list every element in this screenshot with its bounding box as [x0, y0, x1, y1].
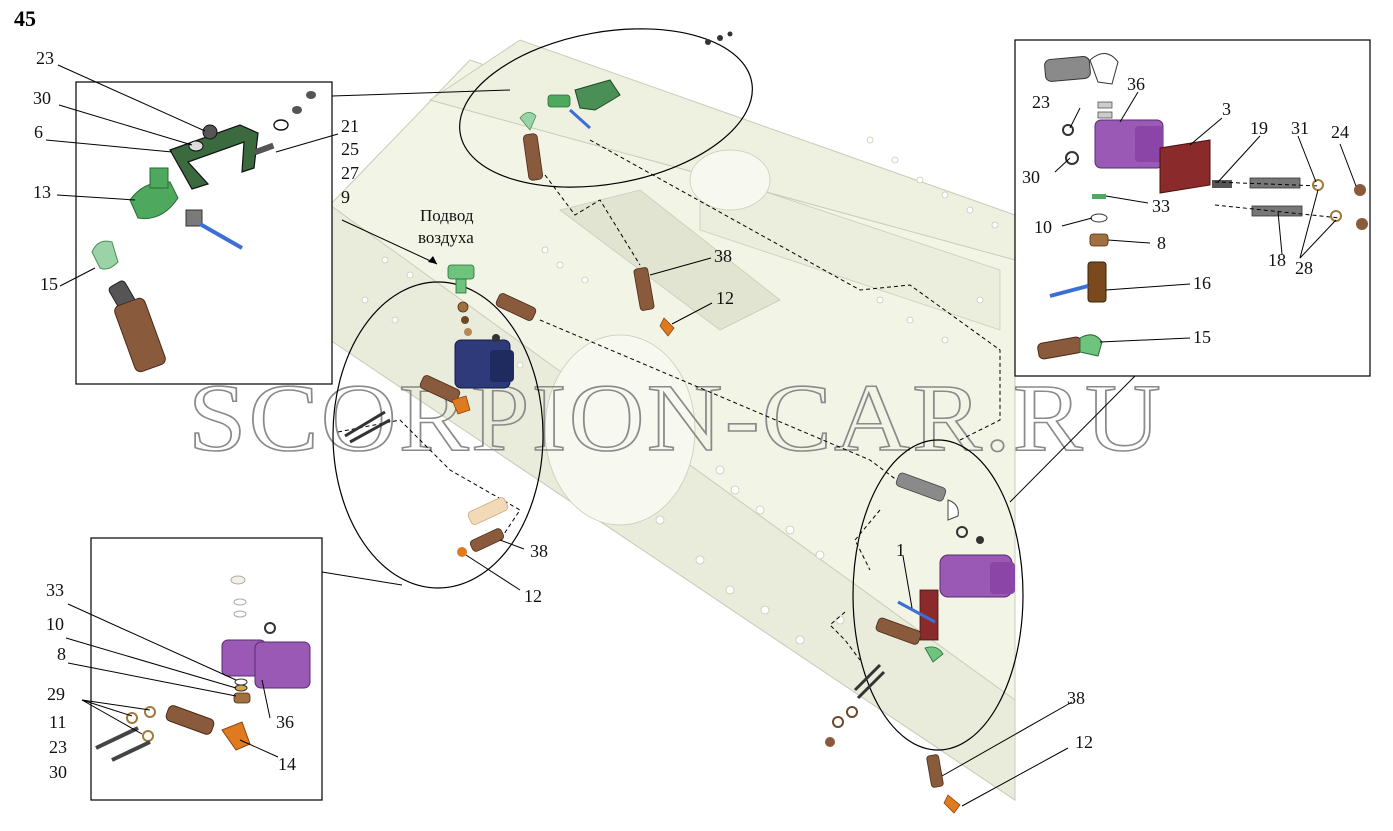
callout-tl-25: 25: [341, 139, 359, 159]
hose-path-right-lower: [829, 611, 861, 661]
callout-br-12: 12: [1075, 732, 1093, 752]
callout-tr-36: 36: [1127, 74, 1145, 94]
detail-ellipse-right: [852, 439, 1024, 751]
callout-tl-13: 13: [33, 182, 51, 202]
callout-mid-12: 12: [524, 586, 542, 606]
connector-bottom-left: [321, 571, 403, 586]
detail-ellipse-left: [332, 281, 544, 589]
connector-right: [1009, 375, 1136, 503]
chassis-frame: [329, 39, 1016, 801]
callout-tr-10: 10: [1034, 217, 1052, 237]
callout-bl-11: 11: [49, 712, 66, 732]
center-hose-38: [633, 267, 675, 337]
callout-tl-21: 21: [341, 116, 359, 136]
detail-ellipse-top: [459, 28, 753, 188]
callout-center-12: 12: [716, 288, 734, 308]
callout-tr-28: 28: [1295, 258, 1313, 278]
callout-bl-30: 30: [49, 762, 67, 782]
callout-center-38: 38: [714, 246, 732, 266]
top-center-assembly: [519, 31, 733, 181]
hose-path-mid: [589, 139, 1001, 441]
callout-labels: 23 30 6 13 15 21 25 27 9 Подвод воздуха …: [33, 48, 1349, 782]
hose-path-top: [544, 174, 641, 266]
inset-bottom-left: [90, 537, 323, 801]
callout-tr-23: 23: [1032, 92, 1050, 112]
callout-tl-6: 6: [34, 122, 43, 142]
air-supply-label-line-1: Подвод: [420, 206, 474, 225]
callout-tr-16: 16: [1193, 273, 1211, 293]
connector-top: [331, 89, 511, 97]
air-supply-arrow-icon: [428, 256, 437, 264]
callout-br-38: 38: [1067, 688, 1085, 708]
air-supply-label-line-2: воздуха: [418, 228, 474, 247]
callout-bl-10: 10: [46, 614, 64, 634]
bottom-right-hose: [926, 754, 961, 814]
callout-tr-31: 31: [1291, 118, 1309, 138]
callout-tl-27: 27: [341, 163, 359, 183]
callout-bl-8: 8: [57, 644, 66, 664]
figure-number: 45: [14, 6, 36, 31]
callout-bl-29: 29: [47, 684, 65, 704]
leader-lines: [45, 64, 1357, 807]
callout-tr-24: 24: [1331, 122, 1349, 142]
callout-tr-8: 8: [1157, 233, 1166, 253]
callout-tr-33: 33: [1152, 196, 1170, 216]
inset-top-right: [1014, 39, 1371, 377]
left-ellipse-parts: [344, 293, 537, 557]
callout-tl-15: 15: [40, 274, 58, 294]
callout-tl-30: 30: [33, 88, 51, 108]
callout-right-1: 1: [896, 540, 905, 560]
callout-bl-33: 33: [46, 580, 64, 600]
watermark: SCORPION-CAR.RU: [188, 364, 1163, 471]
callout-mid-38: 38: [530, 541, 548, 561]
hose-path-long: [539, 319, 911, 491]
callout-bl-23: 23: [49, 737, 67, 757]
callout-bl-36: 36: [276, 712, 294, 732]
callout-tr-18: 18: [1268, 250, 1286, 270]
hose-path-left: [337, 419, 521, 541]
callout-bl-14: 14: [278, 754, 296, 774]
right-ellipse-parts: [825, 472, 1015, 747]
callout-tl-9: 9: [341, 187, 350, 207]
callout-tl-23: 23: [36, 48, 54, 68]
callout-tr-3: 3: [1222, 99, 1231, 119]
inset-top-left: [75, 81, 333, 385]
air-supply-tee: [447, 264, 475, 294]
callout-tr-30: 30: [1022, 167, 1040, 187]
callout-tr-19: 19: [1250, 118, 1268, 138]
callout-tr-15: 15: [1193, 327, 1211, 347]
